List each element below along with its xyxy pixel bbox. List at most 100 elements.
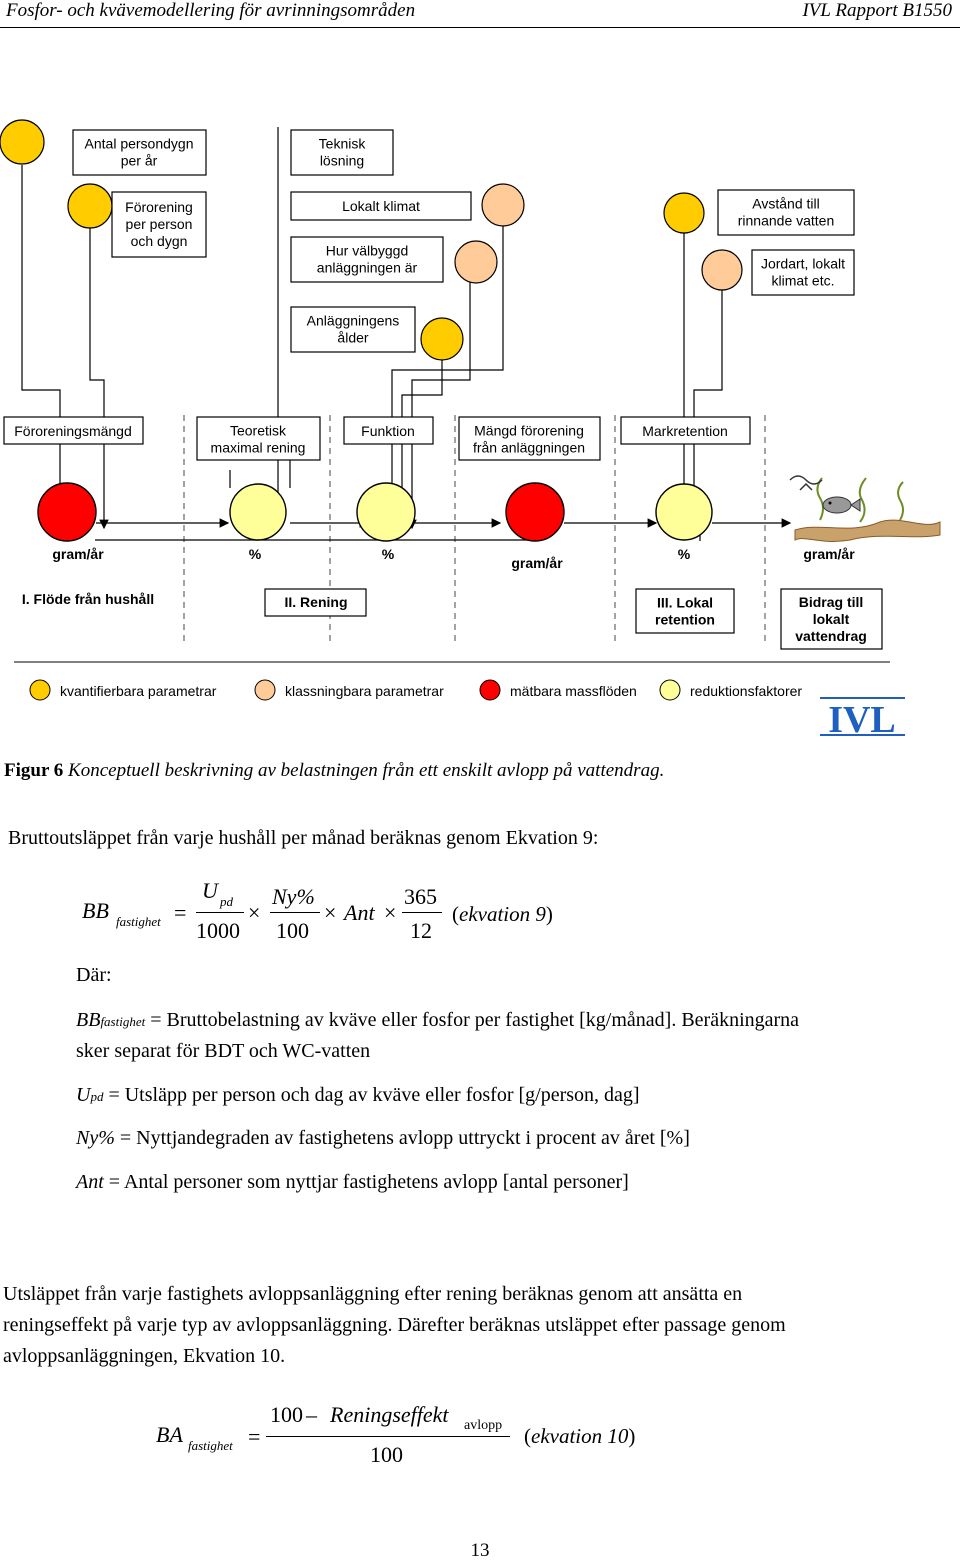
stage-2-line-0: II. Rening — [285, 594, 348, 610]
box-fororening-per-person-line-1: per person — [126, 216, 193, 232]
box-lokalt-klimat-line-0: Lokalt klimat — [342, 198, 420, 214]
eq10-minus: – — [306, 1402, 317, 1427]
caption-label: Figur 6 — [4, 760, 64, 781]
equation-10: BA fastighet = 100 – Reningseffekt avlop… — [0, 1398, 960, 1478]
unit-1-line-0: gram/år — [52, 546, 104, 562]
eq10-num-b-sub: avlopp — [464, 1418, 503, 1433]
stage-4-line-2: vattendrag — [795, 628, 867, 644]
box-antal-persondygn-line-1: per år — [121, 153, 158, 169]
legend-red-icon — [479, 679, 501, 701]
legend-lightyellow-icon — [659, 679, 681, 701]
box-mangd-fororening-line-1: från anläggningen — [473, 440, 585, 456]
header-report-id: IVL Rapport B1550 — [802, 0, 952, 21]
eq10-lhs: BA — [156, 1422, 183, 1447]
box-jordart-line-1: klimat etc. — [771, 273, 834, 289]
definition-ant: Ant = Antal personer som nyttjar fastigh… — [76, 1171, 629, 1193]
equation-9: BB fastighet = U pd 1000 × Ny% 100 × Ant… — [0, 870, 960, 960]
paragraph-2-line-3: avloppsanläggningen, Ekvation 10. — [3, 1345, 286, 1367]
eq9-f2-num: Ny% — [272, 884, 315, 909]
eq9-ant: Ant — [344, 900, 375, 925]
eq10-lhs-sub: fastighet — [188, 1438, 233, 1453]
box-teoretisk-line-1: maximal rening — [211, 440, 306, 456]
eq9-lhs: BB — [82, 898, 109, 923]
flow-circle-funktion — [356, 482, 416, 542]
box-fororening-per-person-line-0: Förorening — [125, 199, 193, 215]
box-jordart-line-0: Jordart, lokalt — [761, 256, 845, 272]
unit-5-line-0: % — [678, 546, 691, 562]
box-mangd-fororening-line-0: Mängd förorening — [474, 423, 584, 439]
param-circle-alder — [420, 317, 464, 361]
eq9-f1-num: U — [202, 878, 218, 903]
stage-3-line-0: III. Lokal — [657, 595, 713, 611]
box-markretention-line-0: Markretention — [642, 423, 728, 439]
stream-illustration — [789, 475, 941, 542]
eq9-equals: = — [174, 900, 187, 925]
eq9-lhs-sub: fastighet — [116, 914, 161, 929]
box-valbyggd-line-0: Hur välbyggd — [326, 243, 409, 259]
param-circle-fororening — [67, 183, 113, 229]
ivl-logo: IVL — [820, 697, 905, 741]
box-funktion-line-0: Funktion — [361, 423, 415, 439]
eq10-bar — [266, 1436, 510, 1437]
eq10-num-a: 100 — [270, 1402, 303, 1427]
eq9-f3-num: 365 — [404, 884, 437, 909]
stage-4-line-0: Bidrag till — [799, 594, 864, 610]
legend-label-2-line-0: klassningbara parametrar — [285, 683, 444, 699]
legend-yellow-icon — [29, 679, 51, 701]
eq9-f1-bar — [196, 912, 244, 913]
box-avstand-line-0: Avstånd till — [752, 196, 819, 212]
flow-circle-anlaggning — [505, 482, 565, 542]
eq9-f2-bar — [270, 912, 320, 913]
fish-icon — [822, 496, 852, 514]
stage-1-line-0: I. Flöde från hushåll — [22, 591, 154, 607]
figure-caption: Figur 6 Konceptuell beskrivning av belas… — [4, 760, 664, 782]
stage-4-line-1: lokalt — [813, 611, 850, 627]
box-anlaggningens-alder-line-0: Anläggningens — [307, 313, 400, 329]
eq9-times1: × — [248, 900, 261, 925]
definition-bb-cont: sker separat för BDT och WC-vatten — [76, 1040, 371, 1062]
paragraph-intro: Bruttoutsläppet från varje hushåll per m… — [8, 827, 599, 849]
eq10-num-b: Reningseffekt — [330, 1402, 449, 1427]
eq9-f1-num-sub: pd — [220, 894, 233, 909]
unit-3-line-0: % — [382, 546, 395, 562]
box-antal-persondygn-line-0: Antal persondygn — [85, 136, 194, 152]
legend-peach-icon — [254, 679, 276, 701]
box-avstand-line-1: rinnande vatten — [738, 213, 835, 229]
box-teknisk-losning-line-1: lösning — [320, 153, 364, 169]
header-rule — [0, 27, 960, 28]
header-title: Fosfor- och kvävemodellering för avrinni… — [6, 0, 416, 21]
page-number: 13 — [470, 1540, 490, 1561]
unit-6-line-0: gram/år — [803, 546, 855, 562]
eq10-label: (ekvation 10) — [524, 1424, 636, 1448]
eq10-den: 100 — [370, 1442, 403, 1467]
definition-bb: BBfastighet = Bruttobelastning av kväve … — [76, 1009, 800, 1031]
eq10-equals: = — [248, 1424, 261, 1449]
eq9-f1-den: 1000 — [196, 918, 240, 943]
unit-4-line-0: gram/år — [511, 555, 563, 571]
eq9-f3-bar — [402, 912, 442, 913]
legend-label-4-line-0: reduktionsfaktorer — [690, 683, 802, 699]
box-fororening-per-person-line-2: och dygn — [131, 233, 188, 249]
caption-text: Konceptuell beskrivning av belastningen … — [68, 760, 665, 781]
box-teknisk-losning-line-0: Teknisk — [319, 136, 367, 152]
box-valbyggd-line-1: anläggningen är — [317, 260, 418, 276]
paragraph-2-line-2: reningseffekt på varje typ av avloppsanl… — [3, 1314, 786, 1336]
stage-3-line-1: retention — [655, 612, 715, 628]
param-circle-avstand — [663, 192, 705, 234]
dar-label: Där: — [76, 964, 112, 986]
definition-upd: Upd = Utsläpp per person och dag av kväv… — [76, 1084, 640, 1106]
param-circle-teknisk — [481, 183, 525, 227]
eq9-f3-den: 12 — [410, 918, 432, 943]
box-anlaggningens-alder-line-1: ålder — [337, 330, 368, 346]
definition-ny: Ny% = Nyttjandegraden av fastighetens av… — [76, 1127, 690, 1149]
svg-text:IVL: IVL — [828, 699, 896, 741]
box-teoretisk-line-0: Teoretisk — [230, 423, 287, 439]
flow-circle-teoretisk — [229, 483, 287, 541]
flow-circle-markretention — [655, 483, 713, 541]
unit-2-line-0: % — [249, 546, 262, 562]
param-circle-valbyggd — [454, 240, 498, 284]
legend-label-1-line-0: kvantifierbara parametrar — [60, 683, 217, 699]
eq9-times3: × — [384, 900, 397, 925]
eq9-f2-den: 100 — [276, 918, 309, 943]
